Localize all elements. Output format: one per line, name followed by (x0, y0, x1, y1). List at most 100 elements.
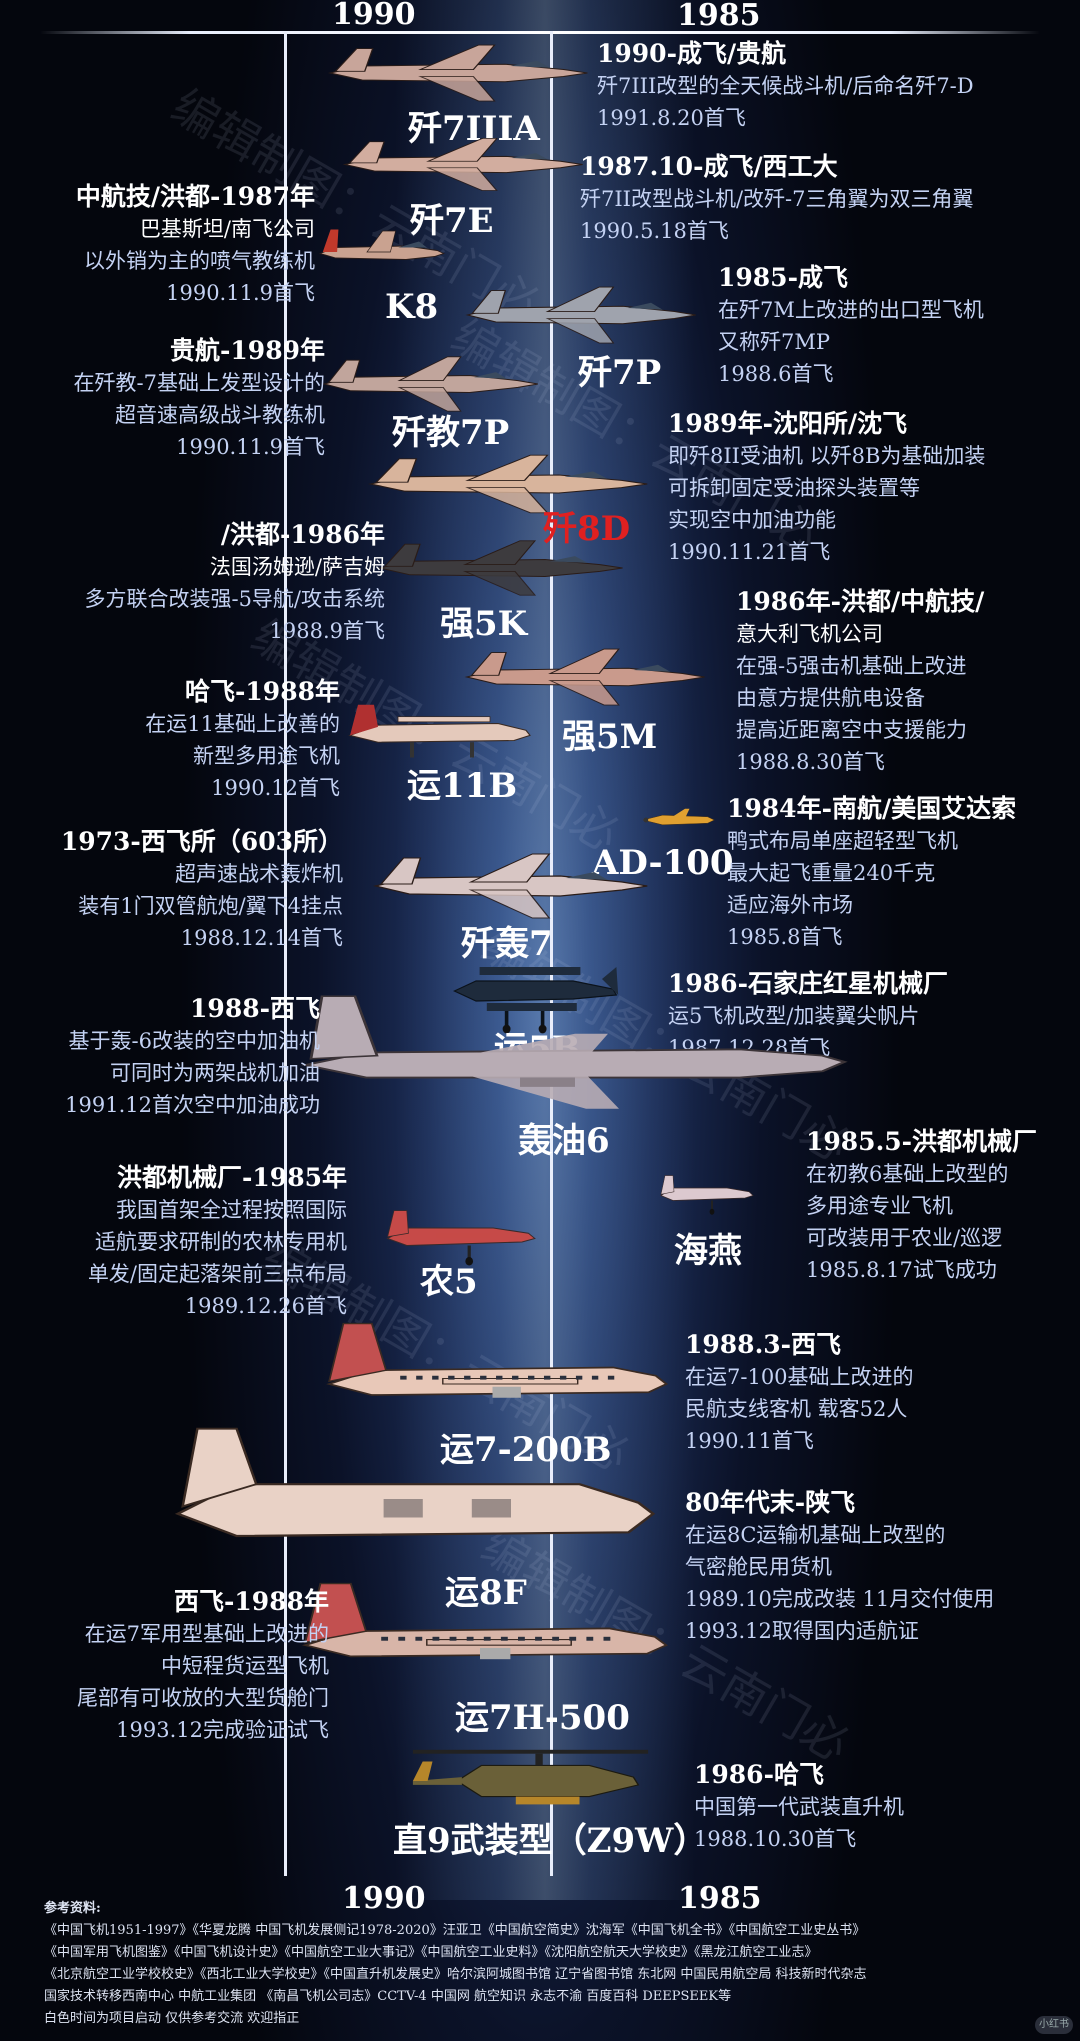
aircraft-illustration (452, 967, 619, 1034)
timeline-line-1985 (550, 31, 553, 1876)
aircraft-illustration (377, 540, 623, 596)
description-line: 1990.11.9首飞 (166, 281, 315, 305)
aircraft-illustration (642, 808, 715, 826)
description-line: 适应海外市场 (727, 893, 853, 917)
aircraft-illustration (342, 138, 583, 191)
description-line: 超声速战术轰炸机 (175, 862, 343, 886)
aircraft-description: 1986年-洪都/中航技/意大利飞机公司在强-5强击机基础上改进由意方提供航电设… (736, 586, 984, 778)
description-line: 1993.12完成验证试飞 (116, 1718, 329, 1742)
aircraft-description: 1987.10-成飞/西工大歼7II改型战斗机/改歼-7三角翼为双三角翼 1990… (580, 151, 973, 247)
aircraft-name: 歼教7P (392, 413, 510, 453)
description-line: 1989.12.26首飞 (184, 1294, 347, 1318)
description-line: 民航支线客机 载客52人 (685, 1397, 908, 1421)
description-line: 1988.9首飞 (269, 619, 385, 643)
description-heading: 1986年-洪都/中航技/ (736, 587, 985, 616)
aircraft-description: 1984年-南航/美国艾达索鸭式布局单座超轻型飞机最大起飞重量240千克适应海外… (727, 793, 1016, 953)
description-line: 1991.8.20首飞 (597, 106, 746, 130)
aircraft-illustration (326, 1322, 669, 1398)
aircraft-name: 运7H-500 (455, 1698, 630, 1738)
description-heading: 1988-西飞 (190, 994, 320, 1023)
timeline-top-bar (40, 31, 1040, 34)
description-line: 1988.10.30首飞 (694, 1827, 857, 1851)
description-heading: 1973-西飞所（603所） (60, 827, 343, 856)
aircraft-description: 西飞-1988年在运7军用型基础上改进的中短程货运型飞机尾部有可收放的大型货舱门… (77, 1586, 329, 1746)
description-line: 中短程货运型飞机 (161, 1654, 329, 1678)
description-line: 在运11基础上改善的 (145, 712, 340, 736)
description-line: 在初教6基础上改型的 (806, 1162, 1009, 1186)
description-heading: 中航技/洪都-1987年 (75, 182, 315, 211)
description-line: 1990.5.18首飞 (580, 219, 729, 243)
year-label-1990-top: 1990 (332, 0, 416, 32)
description-line: 在运8C运输机基础上改型的 (685, 1523, 946, 1547)
description-line: 装有1门双管航炮/翼下4挂点 (78, 894, 343, 918)
aircraft-name: 强5M (562, 717, 658, 757)
aircraft-illustration (300, 995, 848, 1109)
description-heading: 1987.10-成飞/西工大 (580, 152, 838, 181)
aircraft-name: K8 (385, 287, 439, 327)
description-line: 又称歼7MP (718, 330, 830, 354)
description-heading: 1988.3-西飞 (685, 1330, 842, 1359)
aircraft-name: 海燕 (674, 1231, 742, 1271)
description-line: 多用途专业飞机 (806, 1194, 953, 1218)
description-line: 在运7军用型基础上改进的 (84, 1622, 329, 1646)
description-line: 1990.11.21首飞 (668, 540, 831, 564)
description-heading: 1986-哈飞 (694, 1760, 824, 1789)
aircraft-name: 农5 (420, 1262, 478, 1302)
description-line: 在运7-100基础上改进的 (685, 1365, 914, 1389)
references-title: 参考资料: (44, 1901, 101, 1916)
aircraft-illustration (465, 286, 696, 344)
description-line: 多方联合改装强-5导航/攻击系统 (84, 587, 385, 611)
description-line: 1990.12首飞 (211, 776, 340, 800)
description-line: 运5飞机改型/加装翼尖帆片 (668, 1004, 920, 1028)
aircraft-illustration (660, 1175, 754, 1215)
description-line: 1985.8首飞 (727, 925, 843, 949)
references-line: 《中国飞机1951-1997》《华夏龙腾 中国飞机发展侧记1978-2020》汪… (44, 1923, 866, 1938)
description-line: 1990.11.9首飞 (176, 435, 325, 459)
aircraft-illustration (322, 356, 538, 412)
aircraft-illustration (327, 44, 588, 102)
description-line: 可同时为两架战机加油 (110, 1061, 320, 1085)
description-line: 歼7II改型战斗机/改歼-7三角翼为双三角翼 (580, 187, 974, 211)
description-line: 超音速高级战斗教练机 (115, 403, 325, 427)
aircraft-name: 歼7E (410, 201, 494, 241)
description-line: 1985.8.17试飞成功 (806, 1258, 997, 1282)
aircraft-illustration (301, 1582, 669, 1660)
aircraft-name: 轰油6 (518, 1121, 610, 1161)
description-line: 可拆卸固定受油探头装置等 (668, 476, 920, 500)
references-line: 《北京航空工业学校校史》《西北工业大学校史》《中国直升机发展史》哈尔滨阿城图书馆… (44, 1967, 867, 1982)
aircraft-description: 1989年-沈阳所/沈飞即歼8II受油机 以歼8B为基础加装可拆卸固定受油探头装… (668, 408, 985, 568)
platform-badge: 小红书 (1035, 2016, 1073, 2034)
description-heading: 1989年-沈阳所/沈飞 (668, 409, 908, 438)
description-line: 1989.10完成改装 11月交付使用 (685, 1587, 995, 1611)
description-line: 1988.6首飞 (718, 362, 834, 386)
description-heading: 1986-石家庄红星机械厂 (668, 969, 948, 998)
description-line: 法国汤姆逊/萨吉姆 (209, 555, 385, 579)
references-line: 白色时间为项目启动 仅供参考交流 欢迎指正 (44, 2011, 300, 2026)
description-line: 实现空中加油功能 (668, 508, 836, 532)
aircraft-name: 运11B (407, 766, 518, 806)
description-line: 最大起飞重量240千克 (727, 861, 936, 885)
description-line: 即歼8II受油机 以歼8B为基础加装 (668, 444, 986, 468)
description-heading: 1985-成飞 (718, 263, 848, 292)
description-heading: 1984年-南航/美国艾达索 (727, 794, 1017, 823)
aircraft-illustration (464, 648, 705, 706)
description-line: 意大利飞机公司 (736, 622, 883, 646)
description-line: 由意方提供航电设备 (736, 686, 925, 710)
description-line: 1988.12.14首飞 (180, 926, 343, 950)
description-heading: 贵航-1989年 (170, 336, 325, 365)
description-line: 尾部有可收放的大型货舱门 (77, 1686, 329, 1710)
description-line: 在歼教-7基础上发型设计的 (73, 371, 325, 395)
description-line: 提高近距离空中支援能力 (736, 718, 967, 742)
description-heading: 1985.5-洪都机械厂 (806, 1127, 1038, 1156)
references-line: 《中国军用飞机图鉴》《中国飞机设计史》《中国航空工业大事记》《中国航空工业史料》… (44, 1945, 818, 1960)
description-line: 我国首架全过程按照国际 (116, 1198, 347, 1222)
description-line: 以外销为主的喷气教练机 (84, 249, 315, 273)
aircraft-illustration (348, 704, 531, 758)
